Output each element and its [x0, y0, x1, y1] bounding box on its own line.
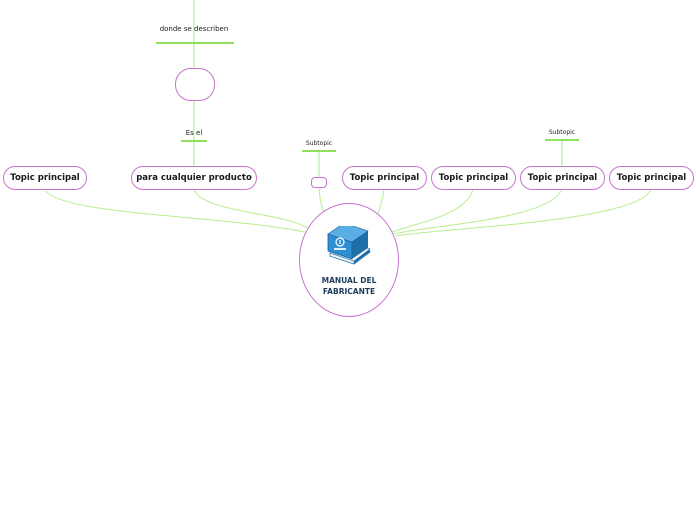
- empty-node-bubble[interactable]: [175, 68, 215, 101]
- label-subtopic-right[interactable]: Subtopic: [545, 129, 579, 136]
- topic-principal-6[interactable]: Topic principal: [609, 166, 694, 190]
- topic-principal-5[interactable]: Topic principal: [520, 166, 605, 190]
- connector-topic-4: [392, 189, 473, 232]
- underline-subtopic-left: [302, 150, 336, 152]
- connector-topic-2: [194, 189, 308, 228]
- central-topic-title: MANUAL DEL FABRICANTE: [299, 276, 399, 297]
- topic-para-cualquier-producto[interactable]: para cualquier producto: [131, 166, 257, 190]
- topic-principal-4[interactable]: Topic principal: [431, 166, 516, 190]
- label-donde-se-describen[interactable]: donde se describen: [156, 25, 232, 33]
- topic-principal-3[interactable]: Topic principal: [342, 166, 427, 190]
- underline-donde: [156, 42, 234, 44]
- underline-subtopic-right: [545, 139, 579, 141]
- label-subtopic-left[interactable]: Subtopic: [302, 140, 336, 147]
- connector-topic-1: [45, 189, 305, 232]
- connector-topic-6: [396, 189, 651, 236]
- topic-principal-1[interactable]: Topic principal: [3, 166, 87, 190]
- label-es-el[interactable]: Es el: [180, 129, 208, 137]
- empty-node-small[interactable]: [311, 177, 327, 188]
- underline-es-el: [181, 140, 207, 142]
- manual-book-icon: [324, 226, 374, 266]
